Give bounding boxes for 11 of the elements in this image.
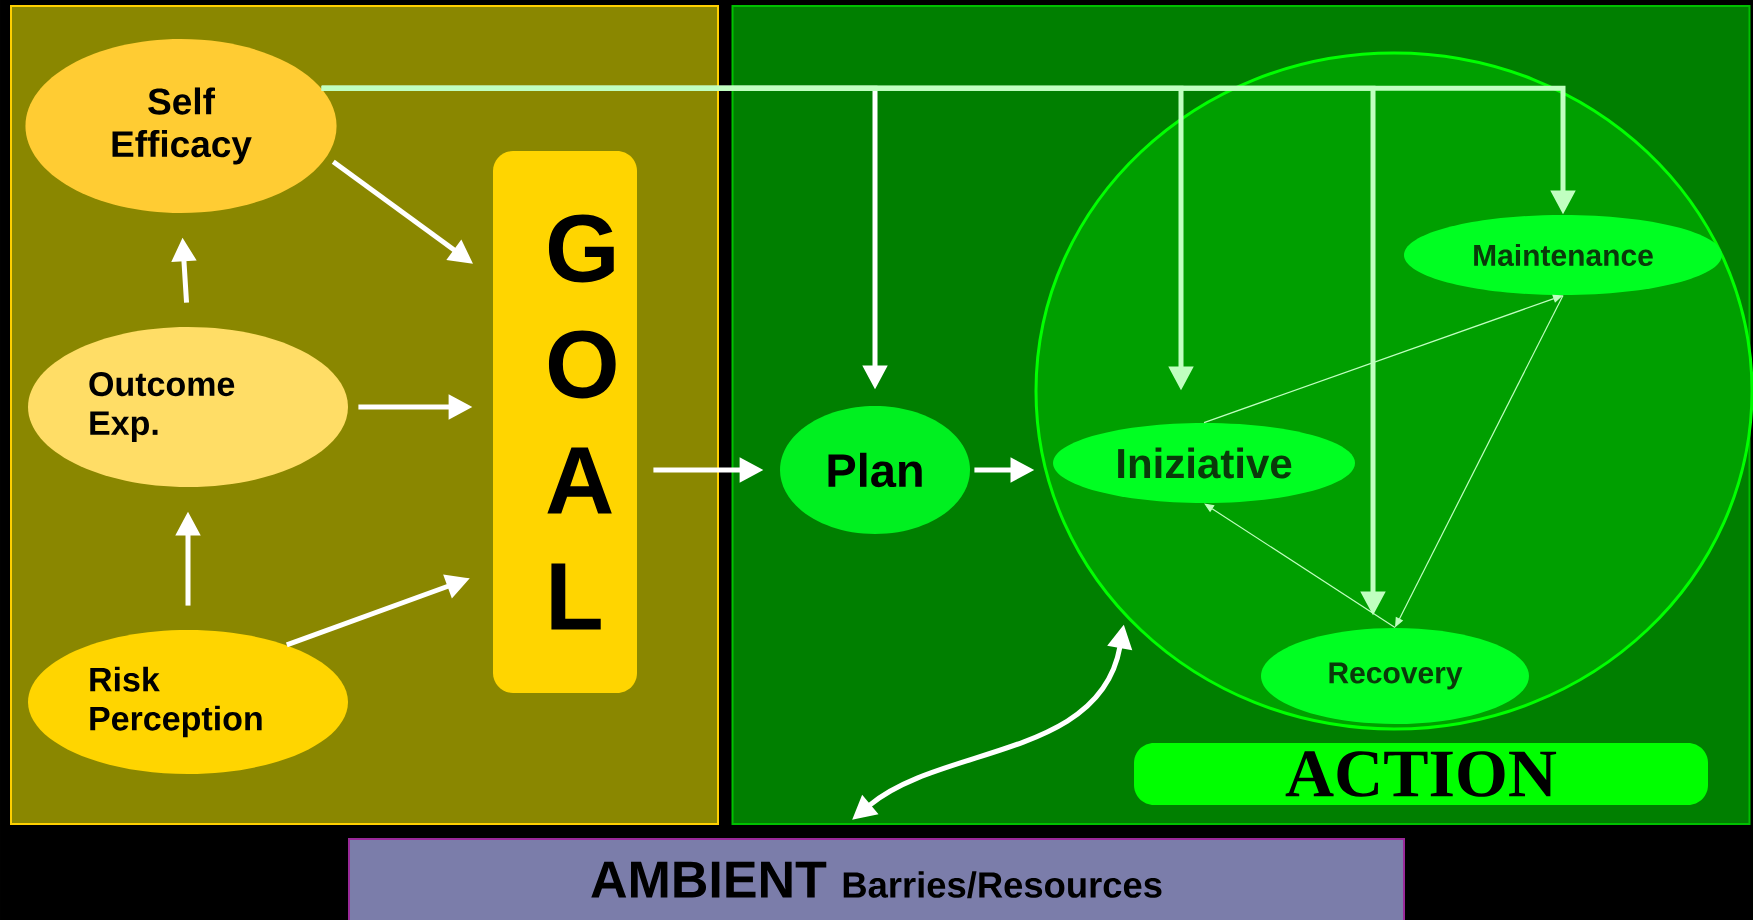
arrow xyxy=(1204,503,1396,629)
oval-node: Outcome Exp. xyxy=(28,327,348,487)
oval-node: Plan xyxy=(780,406,970,534)
oval-node: Risk Perception xyxy=(28,630,348,774)
banner-bar: ACTION xyxy=(1134,743,1708,805)
oval-node: Iniziative xyxy=(1053,423,1355,503)
banner-box: AMBIENT Barries/Resources xyxy=(348,838,1405,920)
oval-node: Maintenance xyxy=(1404,215,1722,295)
oval-node: Self Efficacy xyxy=(25,39,337,213)
arrow xyxy=(1203,294,1563,424)
oval-node: Recovery xyxy=(1261,628,1529,724)
